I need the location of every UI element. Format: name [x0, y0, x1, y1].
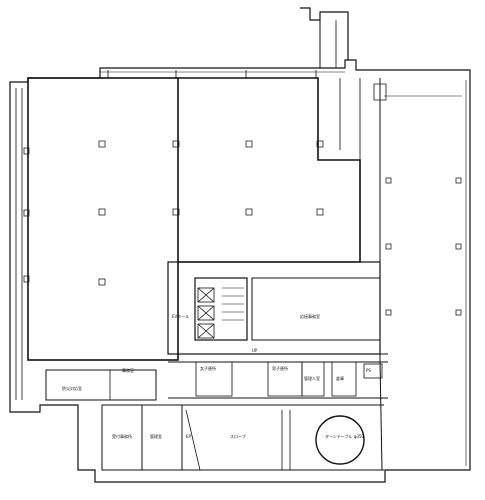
label-ep: EP: [186, 434, 192, 439]
left-band: [15, 88, 23, 400]
label-turntable: ターンテーブル φ350: [325, 433, 365, 439]
label-office-room: 応接事務室: [300, 313, 320, 319]
label-reception-left: 受付事務所: [112, 433, 132, 439]
office-east: [178, 77, 361, 263]
top-shaft: [300, 7, 349, 60]
transfer-room: [45, 369, 157, 401]
label-reception-right: 管理室: [150, 433, 162, 439]
bottom-band: [181, 404, 384, 471]
office-west: [27, 77, 179, 361]
office-room: [251, 277, 381, 341]
label-storage: 倉庫: [336, 375, 344, 381]
label-manager-room: 管理人室: [304, 375, 320, 381]
turntable: [315, 415, 365, 465]
label-ps: PS: [366, 368, 371, 373]
label-up: UP: [252, 348, 258, 353]
stair-core: [194, 277, 248, 341]
toilets-row: [168, 353, 388, 399]
label-slope: スロープ: [230, 433, 246, 439]
label-toilet-m: 男子便所: [272, 365, 288, 371]
parking-area: [379, 78, 383, 471]
outer-wall: [9, 59, 471, 483]
label-ev-hall: EVホール: [172, 314, 189, 319]
label-small-office: 事務室: [122, 367, 134, 373]
label-transfer-room: 防災対応室: [62, 385, 82, 391]
reception-right: [141, 404, 183, 471]
label-toilet-w: 女子便所: [200, 365, 216, 371]
slope: [185, 409, 291, 471]
